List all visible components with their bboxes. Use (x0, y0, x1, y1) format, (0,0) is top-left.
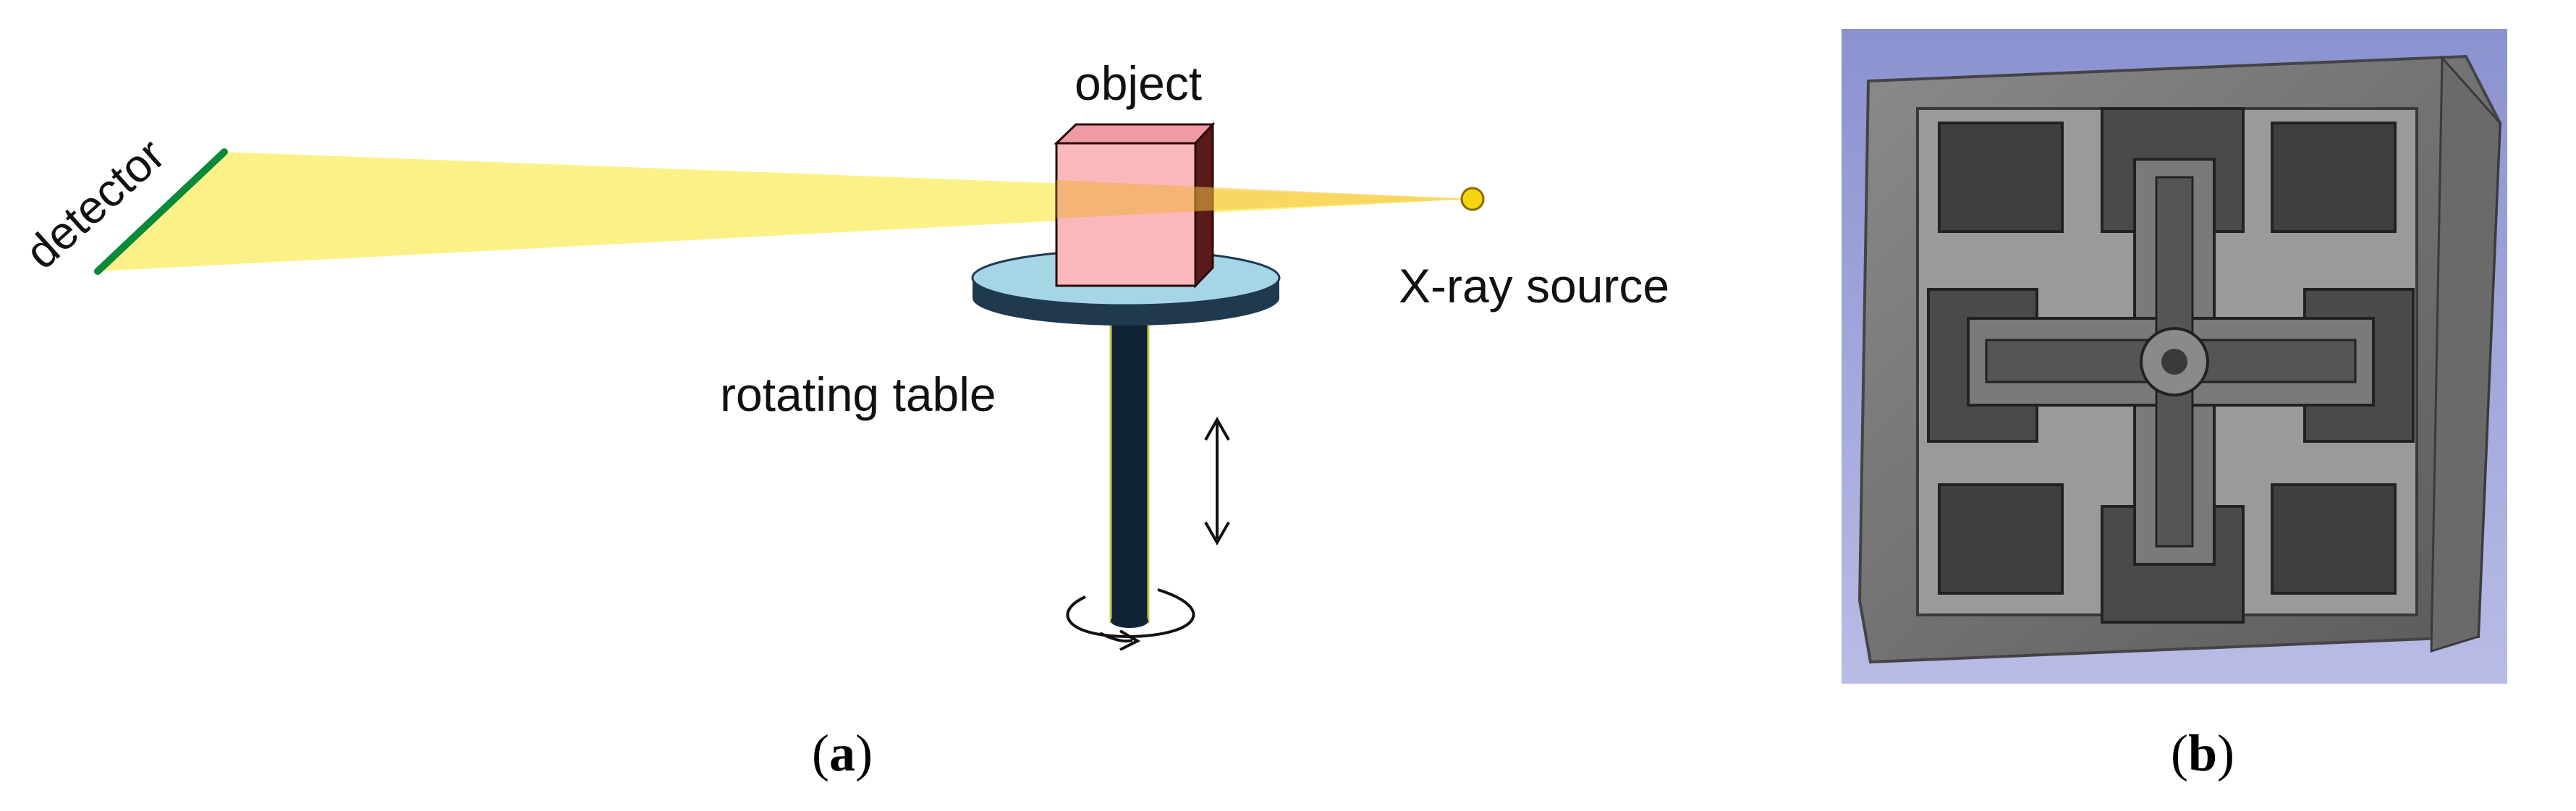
part-side-face (2430, 55, 2501, 653)
object-cube-top (1054, 123, 1216, 145)
center-hole (2161, 349, 2187, 375)
caption-b: (b) (2171, 724, 2235, 782)
setup-svg: detector object X-ray source rotating ta… (15, 56, 1669, 651)
table-pole (1109, 310, 1150, 624)
detector-plate (94, 148, 228, 275)
xray-source-dot (1460, 187, 1485, 211)
xray-beam (98, 152, 1473, 271)
render-svg (1842, 29, 2507, 684)
ct-reconstruction-render: (b) (1823, 0, 2576, 811)
rotation-arrow-icon (1066, 588, 1195, 651)
xray-source-label: X-ray source (1399, 259, 1669, 313)
object-cube-front (1055, 142, 1197, 287)
xray-beam-through-object (1195, 187, 1473, 211)
caption-a: (a) (812, 724, 873, 782)
pocket-bottom-right (2271, 483, 2397, 595)
vertical-translation-arrow-icon (1204, 416, 1230, 546)
pole-bottom (1111, 613, 1148, 628)
object-label: object (1075, 56, 1202, 110)
pocket-bottom-left (1938, 483, 2064, 595)
xray-beam-inside-object (1056, 180, 1195, 218)
pocket-top-right (2271, 122, 2397, 233)
ct-setup-diagram: detector object X-ray source rotating ta… (15, 56, 1669, 782)
pocket-top-left (1938, 122, 2064, 233)
rotating-table-label: rotating table (720, 368, 996, 421)
